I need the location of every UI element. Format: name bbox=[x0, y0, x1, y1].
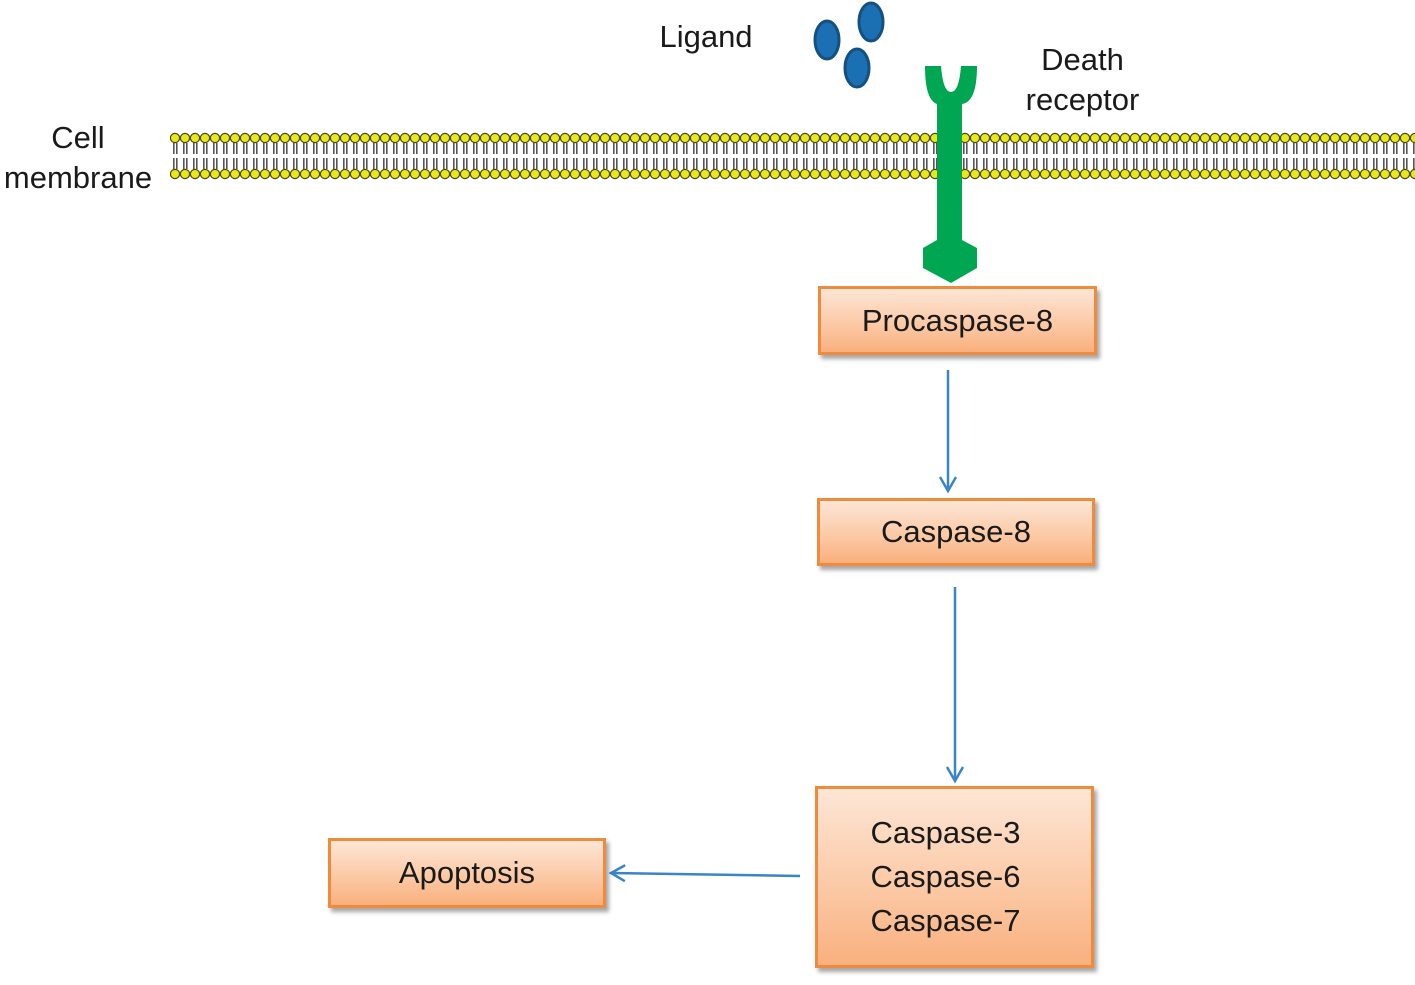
apoptosis-node: Apoptosis bbox=[328, 838, 606, 908]
cell-membrane-label: Cell membrane bbox=[0, 118, 156, 198]
death-receptor-icon bbox=[923, 66, 977, 283]
caspase8-node: Caspase-8 bbox=[817, 498, 1095, 566]
cell-membrane bbox=[170, 130, 1415, 182]
death-receptor-label: Death receptor bbox=[1010, 40, 1155, 120]
ligand-label: Ligand bbox=[659, 19, 753, 54]
death-receptor-label-line1: Death bbox=[1041, 42, 1124, 77]
apoptosis-label: Apoptosis bbox=[398, 855, 536, 890]
executioner-caspases-node: Caspase-3 Caspase-6 Caspase-7 bbox=[815, 786, 1094, 968]
procaspase8-label: Procaspase-8 bbox=[861, 302, 1054, 338]
caspase3-label: Caspase-3 bbox=[870, 815, 1021, 850]
arrow-executioners-to-apoptosis bbox=[608, 864, 801, 883]
caspase8-label: Caspase-8 bbox=[881, 514, 1031, 549]
procaspase8-node: Procaspase-8 bbox=[818, 286, 1097, 355]
cell-membrane-label-line1: Cell bbox=[51, 120, 105, 155]
caspase6-label: Caspase-6 bbox=[870, 859, 1021, 894]
death-receptor-label-line2: receptor bbox=[1025, 82, 1140, 117]
caspase7-label: Caspase-7 bbox=[870, 903, 1021, 938]
cell-membrane-label-line2: membrane bbox=[3, 160, 153, 195]
ligand-icon bbox=[813, 1, 885, 89]
